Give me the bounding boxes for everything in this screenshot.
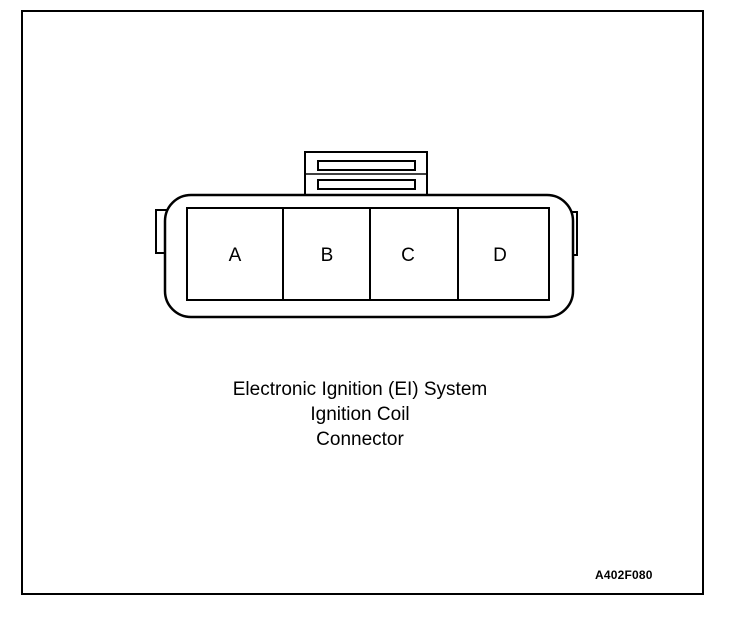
pin-label-d: D (493, 245, 507, 266)
caption-line-1: Electronic Ignition (EI) System (232, 379, 488, 400)
diagram-caption: Electronic Ignition (EI) System Ignition… (160, 377, 560, 452)
pin-label-a: A (229, 245, 242, 266)
caption-line-2: Ignition Coil (310, 404, 410, 425)
caption-line-3: Connector (316, 429, 404, 450)
locking-tab (304, 151, 428, 199)
diagram-frame (21, 10, 704, 595)
reference-code: A402F080 (595, 568, 653, 582)
pin-label-c: C (401, 245, 415, 266)
pin-label-b: B (321, 245, 334, 266)
pin-cavity-frame (186, 207, 550, 301)
